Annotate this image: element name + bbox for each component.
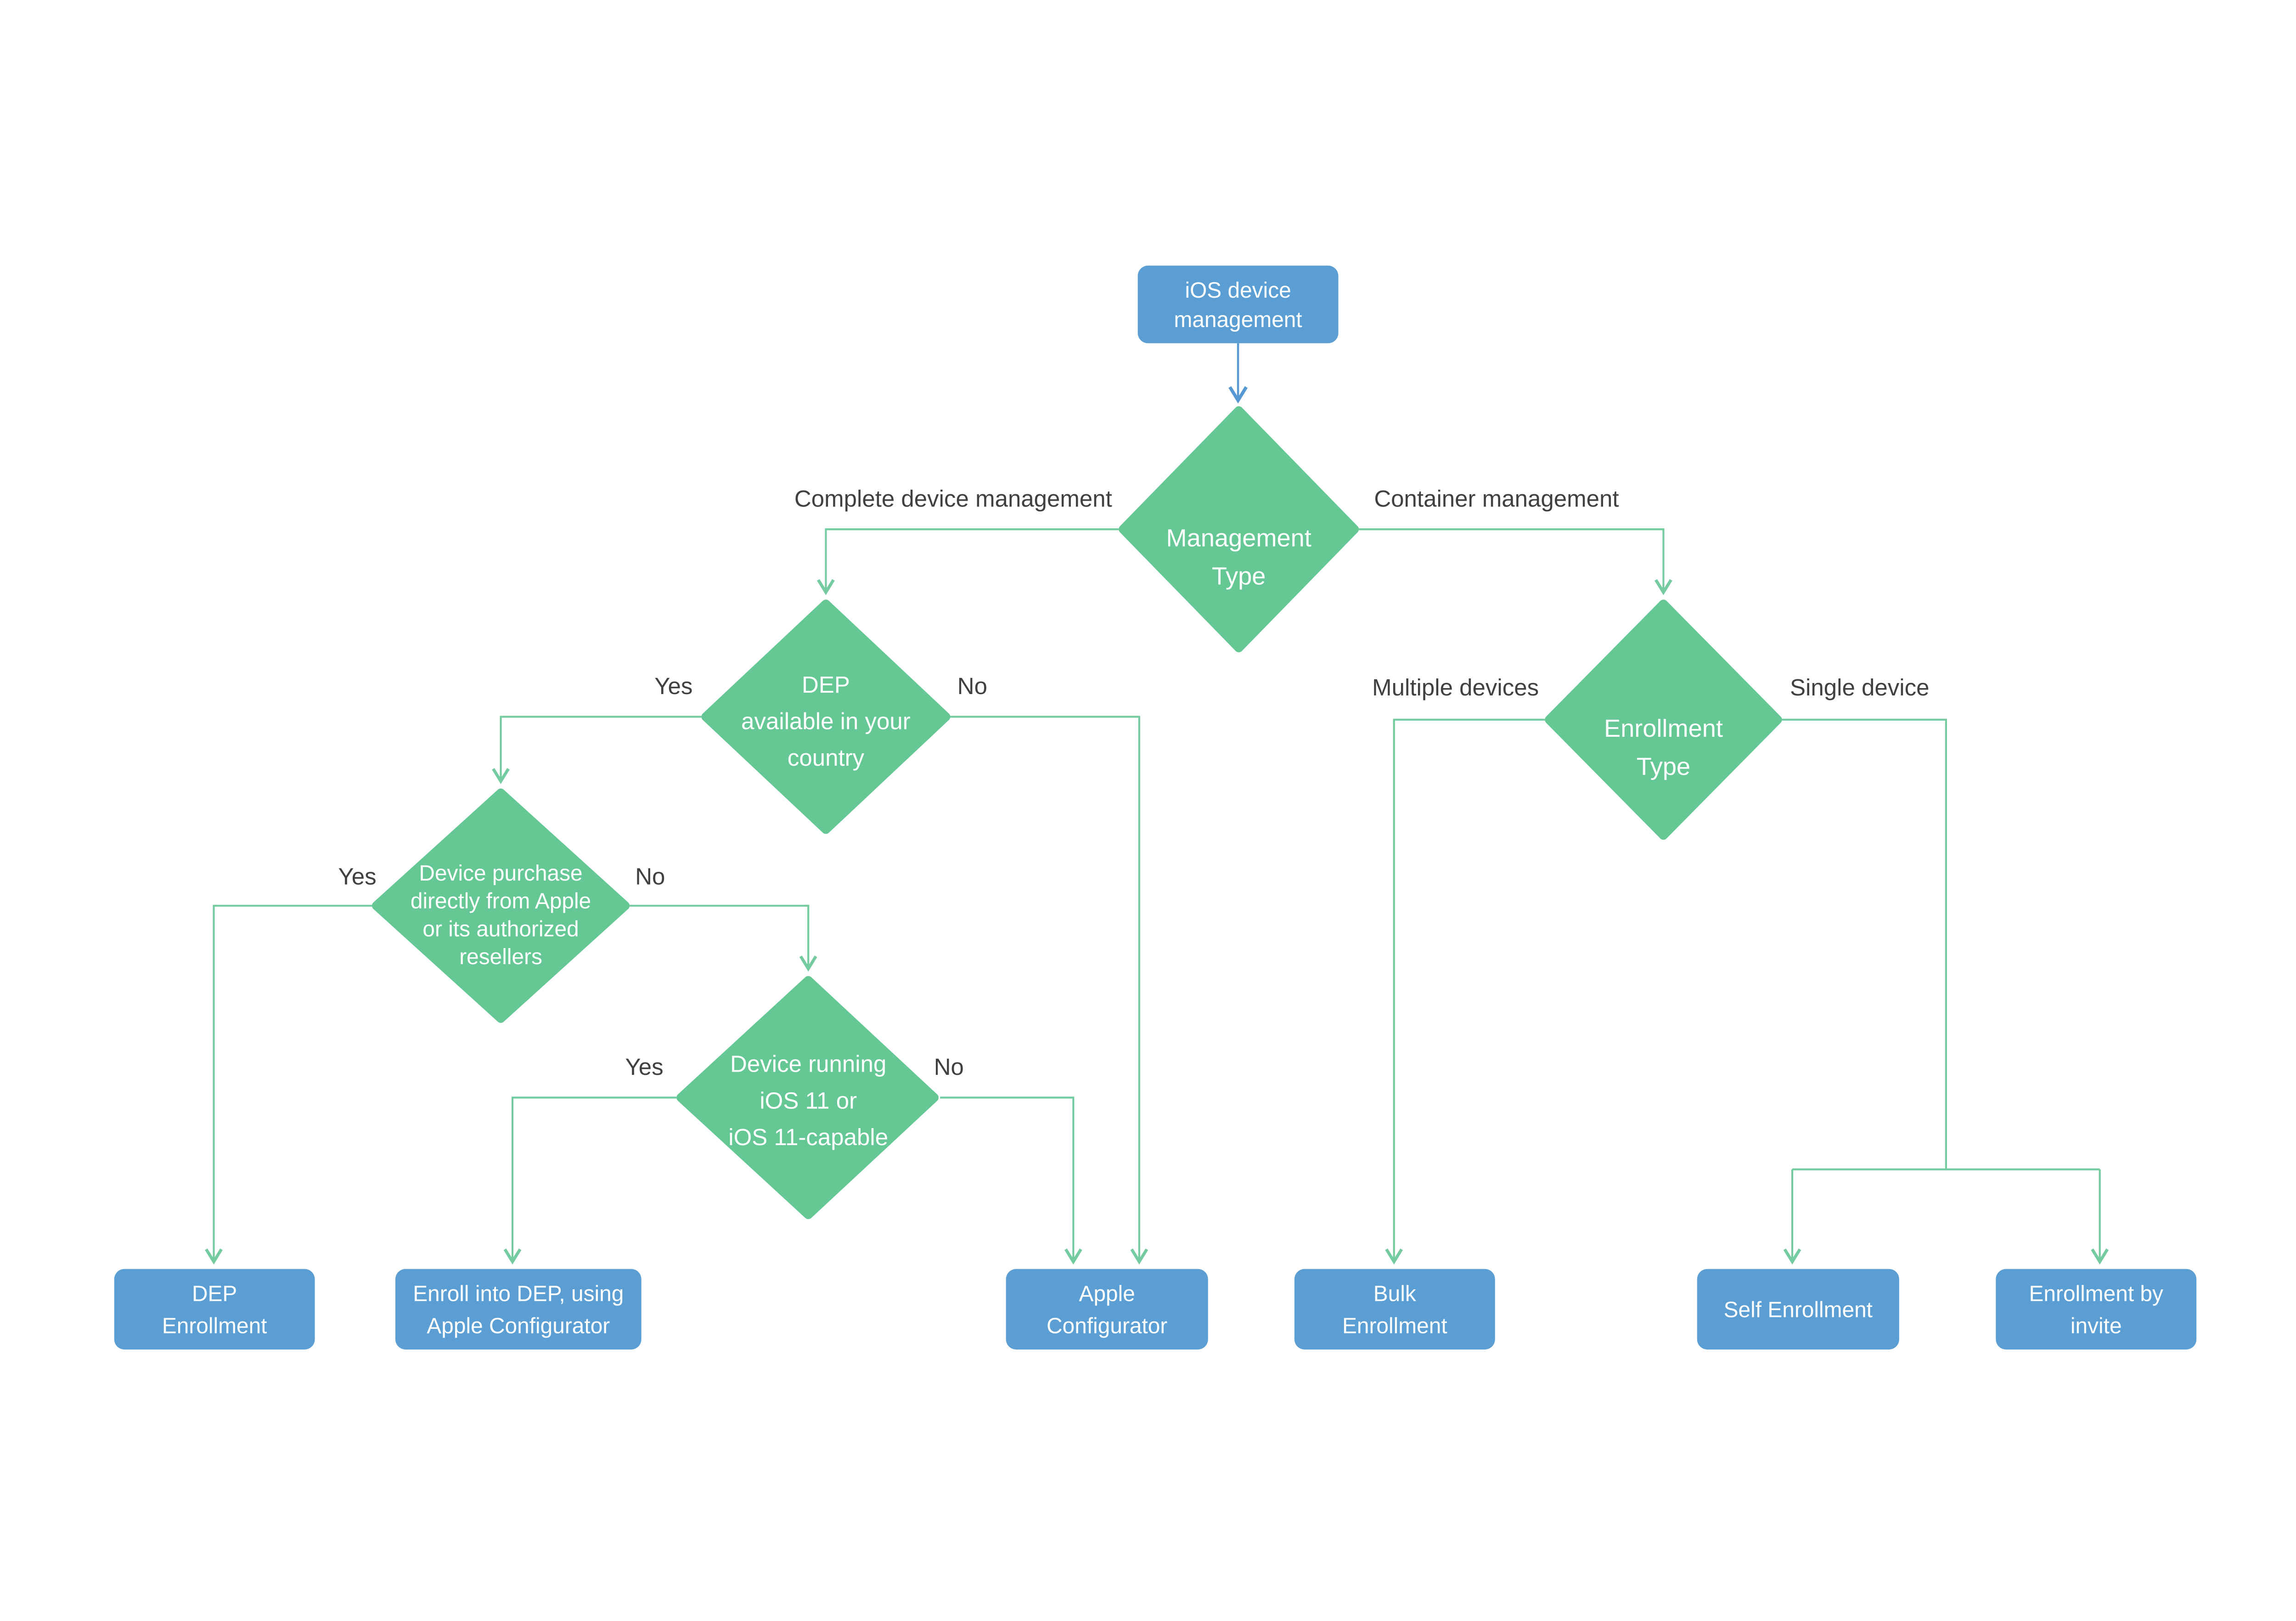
edge-device-purchase-yes-to-dep-enrollment xyxy=(205,904,372,1265)
enrollment-type-label-line2: Type xyxy=(1637,753,1690,780)
edge-device-ios11-no-to-apple-configurator xyxy=(940,1096,1082,1265)
enroll-into-dep-box xyxy=(395,1269,642,1350)
management-type-decision xyxy=(1119,406,1359,653)
edge-dep-available-no-to-apple-configurator xyxy=(950,716,1148,1265)
start-node-label-line1: iOS device xyxy=(1185,278,1291,303)
enrollment-by-invite-label-line1: Enrollment by xyxy=(2029,1282,2163,1306)
bulk-enrollment-label-line2: Enrollment xyxy=(1342,1314,1447,1338)
start-node xyxy=(1137,265,1339,344)
edge-management-type-to-enrollment-type xyxy=(1359,528,1672,595)
edge-enrollment-type-multiple-to-bulk-enrollment xyxy=(1385,718,1545,1265)
enrollment-type-decision xyxy=(1545,599,1782,840)
apple-configurator-box xyxy=(1006,1269,1208,1350)
edge-label-device-ios11-no: No xyxy=(934,1054,964,1080)
bulk-enrollment-label-line1: Bulk xyxy=(1373,1282,1416,1306)
enroll-into-dep-label-line2: Apple Configurator xyxy=(427,1314,610,1338)
edge-label-device-purchase-no: No xyxy=(635,863,665,889)
device-ios11-decision xyxy=(676,976,939,1220)
edge-label-multiple-devices: Multiple devices xyxy=(1372,674,1539,700)
device-ios11-label-line1: Device running xyxy=(730,1051,886,1077)
start-node-label-line2: management xyxy=(1174,308,1302,332)
edge-dep-available-yes-to-device-purchase xyxy=(492,716,702,785)
device-ios11-label-line3: iOS 11-capable xyxy=(728,1124,888,1150)
dep-enrollment-label-line2: Enrollment xyxy=(162,1314,267,1338)
edge-label-single-device: Single device xyxy=(1790,674,1929,700)
dep-available-label-line1: DEP xyxy=(802,672,850,698)
self-enrollment-box xyxy=(1697,1269,1899,1350)
dep-available-label-line2: available in your xyxy=(741,708,911,734)
enroll-into-dep-label-line1: Enroll into DEP, using xyxy=(413,1282,624,1306)
edge-label-device-purchase-yes: Yes xyxy=(338,863,376,889)
edge-enrollment-type-single-trunk xyxy=(1782,718,1947,1169)
device-purchase-label-line1: Device purchase xyxy=(419,861,582,886)
edge-device-purchase-no-to-device-ios11 xyxy=(630,904,817,972)
apple-configurator-label-line2: Configurator xyxy=(1047,1314,1167,1338)
management-type-label-line2: Type xyxy=(1212,562,1266,590)
device-purchase-label-line2: directly from Apple xyxy=(411,889,591,914)
edge-label-dep-available-yes: Yes xyxy=(654,673,692,699)
management-type-label-line1: Management xyxy=(1166,524,1311,552)
edge-management-type-to-dep-available xyxy=(817,528,1119,595)
apple-configurator-label-line1: Apple xyxy=(1079,1282,1135,1306)
dep-available-label-line3: country xyxy=(788,745,865,771)
dep-enrollment-box xyxy=(114,1269,315,1350)
edge-label-device-ios11-yes: Yes xyxy=(625,1054,663,1080)
edge-label-complete-device-management: Complete device management xyxy=(794,486,1112,512)
device-ios11-label-line2: iOS 11 or xyxy=(760,1087,857,1113)
enrollment-type-label-line1: Enrollment xyxy=(1604,715,1723,742)
edge-label-container-management: Container management xyxy=(1374,486,1619,512)
dep-enrollment-label-line1: DEP xyxy=(192,1282,237,1306)
device-purchase-label-line3: or its authorized xyxy=(422,917,579,941)
edge-label-dep-available-no: No xyxy=(957,673,987,699)
self-enrollment-label: Self Enrollment xyxy=(1724,1298,1873,1322)
edge-device-ios11-yes-to-enroll-into-dep xyxy=(503,1096,677,1265)
device-purchase-decision xyxy=(371,788,630,1023)
device-purchase-label-line4: resellers xyxy=(459,945,542,969)
enrollment-by-invite-box xyxy=(1996,1269,2197,1350)
bulk-enrollment-box xyxy=(1294,1269,1495,1350)
enrollment-by-invite-label-line2: invite xyxy=(2071,1314,2122,1338)
dep-available-decision xyxy=(701,599,951,834)
